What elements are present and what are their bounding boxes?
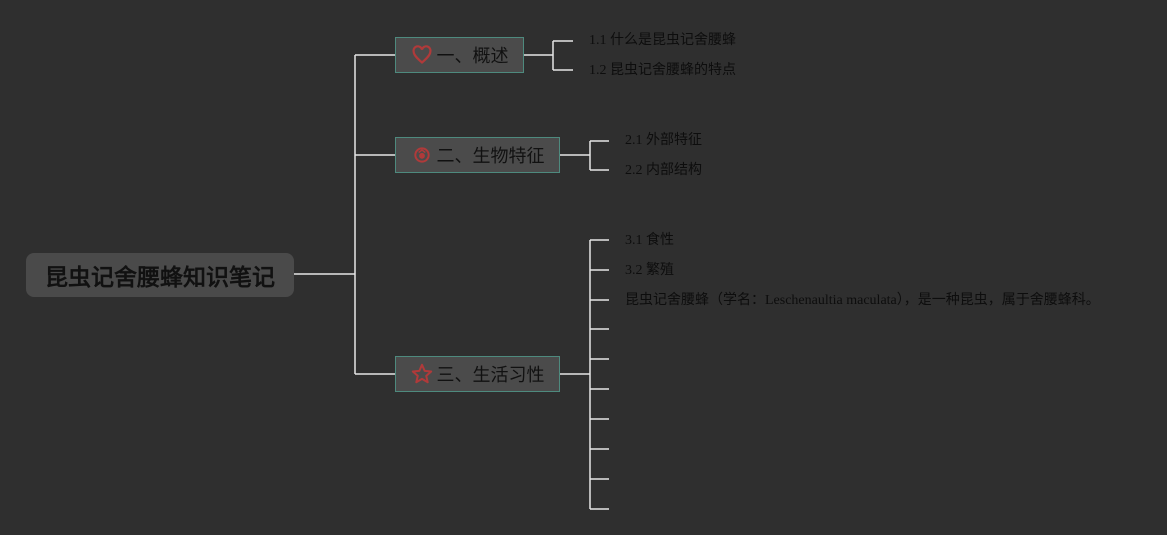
- branch-node-habits[interactable]: 三、生活习性: [395, 356, 560, 392]
- leaf-b3-3[interactable]: 昆虫记舍腰蜂（学名：Leschenaultia maculata），是一种昆虫，…: [625, 293, 1100, 308]
- branch-label-overview: 一、概述: [436, 46, 509, 67]
- flower-icon: [411, 144, 433, 166]
- leaf-b2-2[interactable]: 2.2 内部结构: [625, 163, 702, 178]
- heart-icon: [411, 44, 433, 66]
- leaf-b2-1[interactable]: 2.1 外部特征: [625, 133, 702, 148]
- leaf-b3-1[interactable]: 3.1 食性: [625, 233, 674, 248]
- branch-node-overview[interactable]: 一、概述: [395, 37, 524, 73]
- star-icon: [411, 363, 433, 385]
- leaf-b1-2[interactable]: 1.2 昆虫记舍腰蜂的特点: [589, 63, 736, 78]
- branch-label-habits: 三、生活习性: [436, 365, 545, 386]
- branch-node-biology[interactable]: 二、生物特征: [395, 137, 560, 173]
- root-node[interactable]: 昆虫记舍腰蜂知识笔记: [26, 253, 294, 297]
- leaf-b3-2[interactable]: 3.2 繁殖: [625, 263, 674, 278]
- root-label: 昆虫记舍腰蜂知识笔记: [45, 265, 275, 291]
- leaf-b1-1[interactable]: 1.1 什么是昆虫记舍腰蜂: [589, 33, 736, 48]
- branch-label-biology: 二、生物特征: [436, 146, 545, 167]
